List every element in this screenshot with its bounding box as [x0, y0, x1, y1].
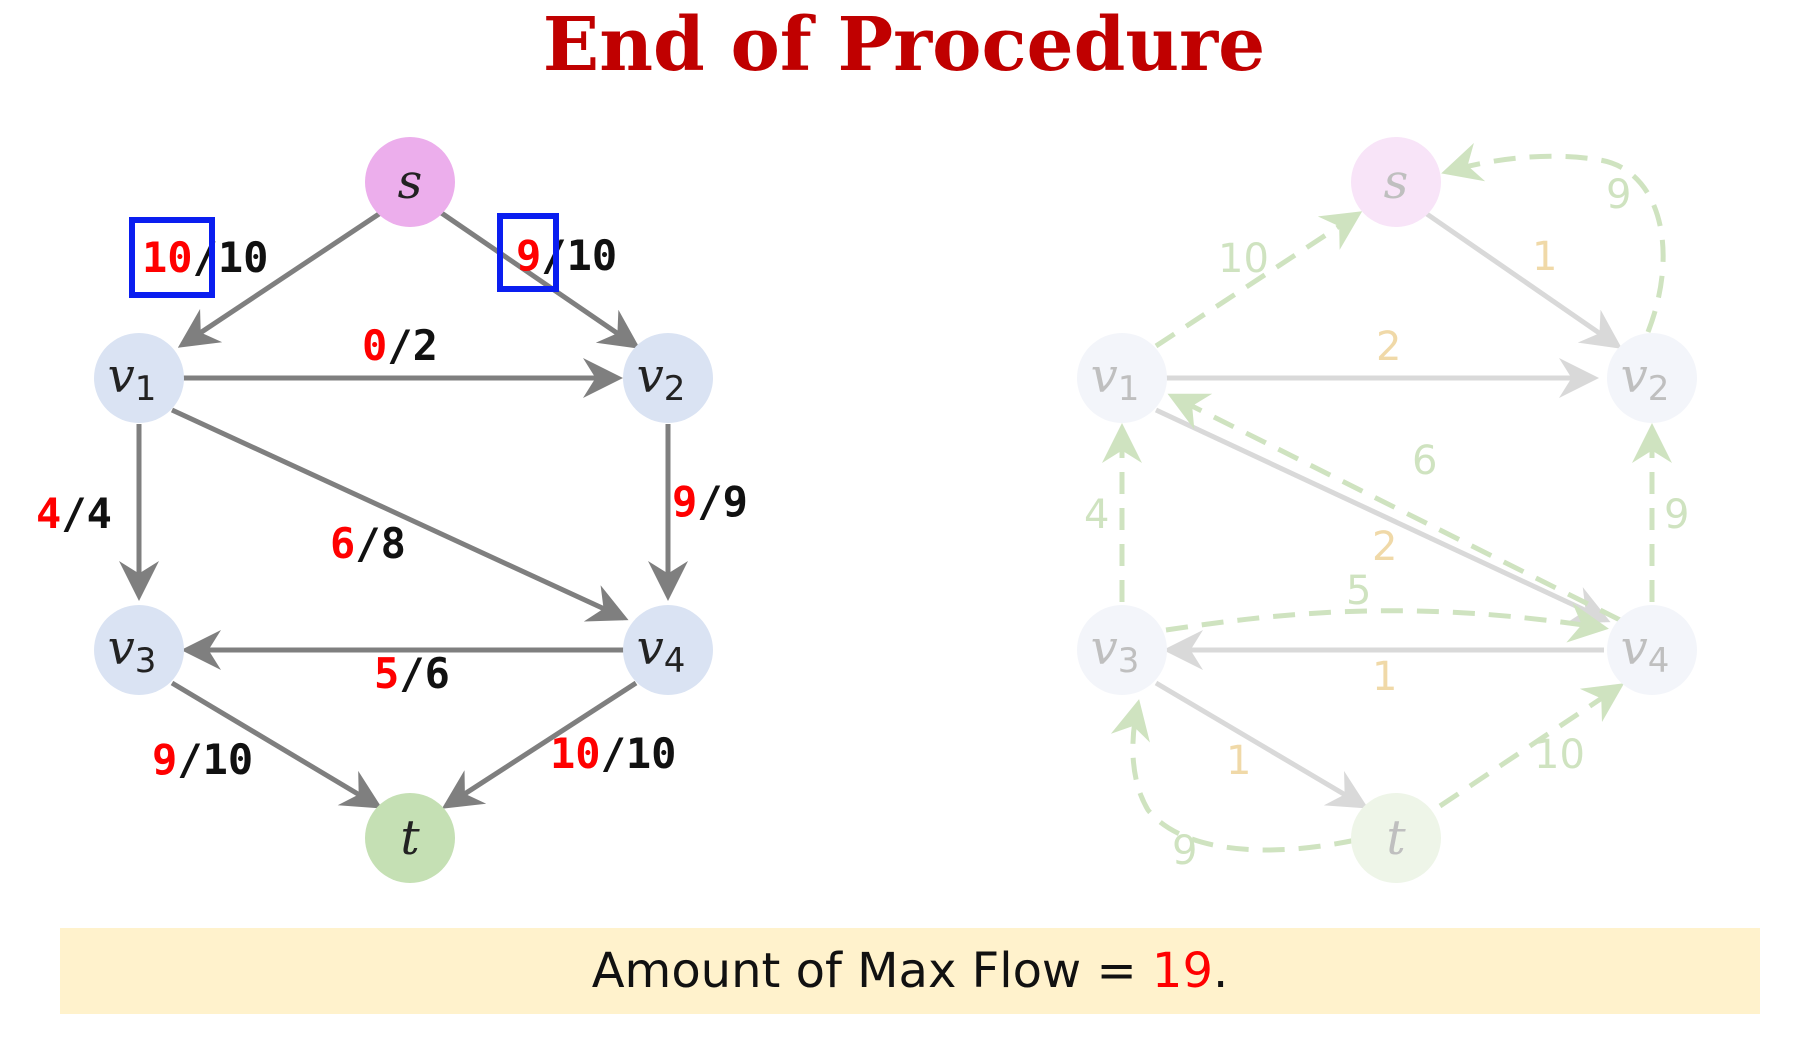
highlight-box-s-v2: [497, 213, 559, 292]
svg-text:v1: v1: [108, 348, 157, 409]
svg-text:v2: v2: [1621, 348, 1670, 409]
node-v2: v2: [623, 333, 713, 423]
residual-node-t: t: [1351, 793, 1441, 883]
residual-edge-v1-v4: [1154, 407, 1611, 624]
svg-text:v2: v2: [637, 348, 686, 409]
edge-s-v2: [438, 209, 641, 349]
edge-v3-t: [170, 680, 383, 809]
page-title: End of Procedure: [542, 2, 1266, 88]
residual-graph: s v1 v2 v3 v4 t 1 2 2 1 1 10 9 6: [1077, 137, 1697, 883]
svg-text:v3: v3: [1091, 620, 1140, 681]
highlight-box-s-v1: [129, 217, 215, 298]
residual-back-t-v4: [1438, 683, 1625, 809]
residual-edge-v3-t: [1154, 680, 1369, 809]
label-v1-v4: 6/8: [330, 519, 406, 568]
residual-label-v3-t: 1: [1226, 738, 1251, 784]
node-s: s: [365, 137, 455, 227]
residual-edge-s-v2: [1422, 209, 1623, 349]
result-value: 19: [1151, 943, 1213, 999]
flow-network: s v1 v2 v3 v4 t 10/10 9/10 0/2 4/4 6/8 9…: [36, 137, 748, 883]
residual-label-v1-v2: 2: [1376, 324, 1401, 370]
label-v3-t: 9/10: [152, 735, 253, 784]
residual-label-v1-v4: 2: [1372, 524, 1397, 570]
residual-label-v1-s: 10: [1218, 236, 1269, 282]
residual-label-v2-s: 9: [1606, 172, 1631, 218]
label-s-v1: 10/10: [142, 233, 268, 282]
residual-label-t-v4: 10: [1534, 732, 1585, 778]
node-v4: v4: [623, 605, 713, 695]
node-v1: v1: [94, 333, 184, 423]
max-flow-result: Amount of Max Flow = 19.: [60, 928, 1760, 1014]
svg-text:s: s: [398, 154, 423, 210]
svg-text:v4: v4: [637, 620, 686, 681]
label-v1-v3: 4/4: [36, 489, 112, 538]
residual-back-v2-s: [1441, 142, 1666, 333]
result-suffix: .: [1213, 943, 1229, 999]
residual-label-v4-v1: 6: [1412, 438, 1437, 484]
node-t: t: [365, 793, 455, 883]
svg-text:t: t: [1386, 810, 1406, 866]
svg-text:t: t: [400, 810, 420, 866]
residual-node-v4: v4: [1607, 605, 1697, 695]
svg-text:v1: v1: [1091, 348, 1140, 409]
label-v4-t: 10/10: [550, 729, 676, 778]
edge-v1-v4: [170, 407, 629, 622]
residual-label-v3-v4: 5: [1346, 568, 1371, 614]
residual-node-v1: v1: [1077, 333, 1167, 423]
svg-text:v3: v3: [108, 620, 157, 681]
label-s-v2: 9/10: [516, 231, 617, 280]
residual-label-v3-v1: 4: [1084, 492, 1109, 538]
edge-v4-t: [441, 680, 638, 809]
label-v2-v4: 9/9: [672, 477, 748, 526]
residual-label-v4-v3: 1: [1372, 654, 1397, 700]
residual-back-v1-s: [1154, 211, 1363, 349]
residual-back-v3-v4: [1165, 602, 1609, 643]
svg-text:s: s: [1384, 154, 1409, 210]
node-v3: v3: [94, 605, 184, 695]
label-v1-v2: 0/2: [362, 321, 438, 370]
residual-label-t-v3: 9: [1172, 828, 1197, 874]
residual-node-v2: v2: [1607, 333, 1697, 423]
svg-text:v4: v4: [1621, 620, 1670, 681]
label-v4-v3: 5/6: [374, 649, 450, 698]
residual-back-v4-v1: [1167, 393, 1622, 623]
residual-label-v4-v2: 9: [1664, 492, 1689, 538]
residual-label-s-v2: 1: [1532, 234, 1557, 280]
residual-node-s: s: [1351, 137, 1441, 227]
residual-node-v3: v3: [1077, 605, 1167, 695]
result-prefix: Amount of Max Flow =: [591, 943, 1152, 999]
edge-s-v1: [177, 209, 384, 348]
